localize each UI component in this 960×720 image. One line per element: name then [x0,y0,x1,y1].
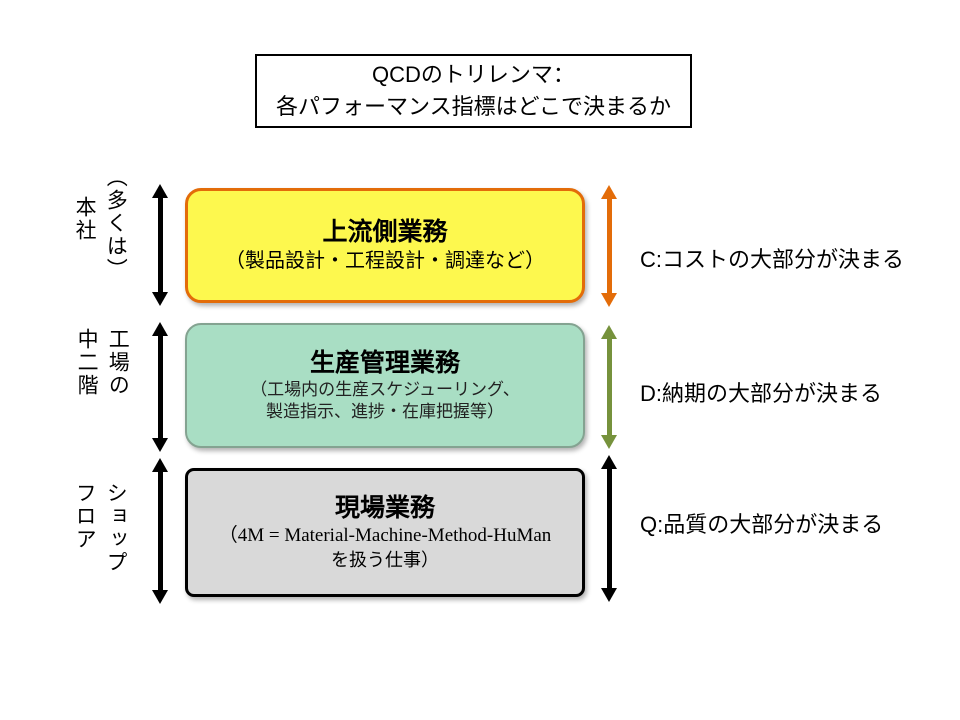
arrow-shaft [606,199,612,293]
location-label-col-right: 工場の [106,328,130,397]
arrowhead-down-icon [601,588,617,602]
location-label-mezzanine: 中二階 工場の [74,328,129,397]
box-shopfloor-work: 現場業務 （4M = Material-Machine-Method-HuMan… [185,468,585,597]
location-label-col-right: ショップ [104,482,128,574]
title-line-1: QCDのトリレンマ： [372,62,575,87]
title-box: QCDのトリレンマ： 各パフォーマンス指標はどこで決まるか [255,54,692,128]
arrowhead-down-icon [601,435,617,449]
arrow-shaft [157,198,163,292]
arrowhead-up-icon [601,325,617,339]
box-title: 生産管理業務 [309,348,460,377]
annotation-quality: Q:品質の大部分が決まる [640,512,884,537]
box-title: 上流側業務 [322,217,448,246]
arrow-shaft [157,472,163,590]
box-subtitle-line2: を扱う仕事） [331,549,439,570]
arrow-shaft [157,336,163,438]
title-line-2: 各パフォーマンス指標はどこで決まるか [276,94,671,119]
double-arrow-icon [152,184,168,306]
double-arrow-icon-cost [601,185,617,307]
arrowhead-down-icon [152,590,168,604]
box-subtitle-line1: （工場内の生産スケジューリング、 [250,380,520,400]
arrowhead-up-icon [152,184,168,198]
location-label-col-left: 中二階 [75,328,99,397]
location-label-col-right: （多くは） [104,166,128,281]
annotation-cost: C:コストの大部分が決まる [640,247,905,272]
arrowhead-down-icon [152,292,168,306]
location-label-col-left: 本社 [73,196,97,242]
location-label-headquarters: 本社 （多くは） [72,166,127,281]
arrow-shaft [606,339,612,435]
arrowhead-down-icon [152,438,168,452]
arrow-shaft [606,469,612,588]
box-subtitle-line1: （4M = Material-Machine-Method-HuMan [218,525,552,547]
arrowhead-up-icon [152,458,168,472]
location-label-col-left: フロア [73,482,97,551]
box-upstream-work: 上流側業務 （製品設計・工程設計・調達など） [185,188,585,303]
arrowhead-up-icon [601,185,617,199]
box-production-management: 生産管理業務 （工場内の生産スケジューリング、 製造指示、進捗・在庫把握等） [185,323,585,448]
box-subtitle-line2: 製造指示、進捗・在庫把握等） [266,402,504,422]
arrowhead-down-icon [601,293,617,307]
arrowhead-up-icon [152,322,168,336]
arrowhead-up-icon [601,455,617,469]
double-arrow-icon-delivery [601,325,617,449]
box-subtitle: （製品設計・工程設計・調達など） [225,250,545,273]
double-arrow-icon-quality [601,455,617,602]
box-title: 現場業務 [334,493,435,522]
location-label-shopfloor: フロア ショップ [72,482,127,574]
double-arrow-icon [152,322,168,452]
double-arrow-icon [152,458,168,604]
annotation-delivery: D:納期の大部分が決まる [640,381,883,406]
